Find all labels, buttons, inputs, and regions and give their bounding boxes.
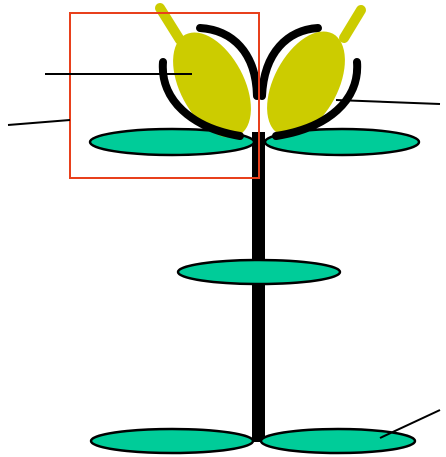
middle-leaf [178, 260, 340, 284]
label-line-bract [336, 100, 440, 104]
label-line-box [8, 120, 70, 125]
label-line-leaf [380, 410, 440, 438]
lower-leaf-left [91, 429, 253, 453]
